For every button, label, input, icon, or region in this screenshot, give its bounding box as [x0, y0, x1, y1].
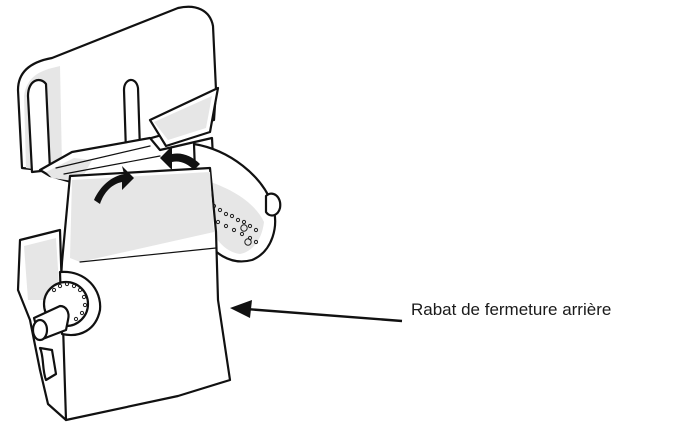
callout-label: Rabat de fermeture arrière [411, 300, 611, 320]
callout-arrow-icon [230, 300, 402, 321]
